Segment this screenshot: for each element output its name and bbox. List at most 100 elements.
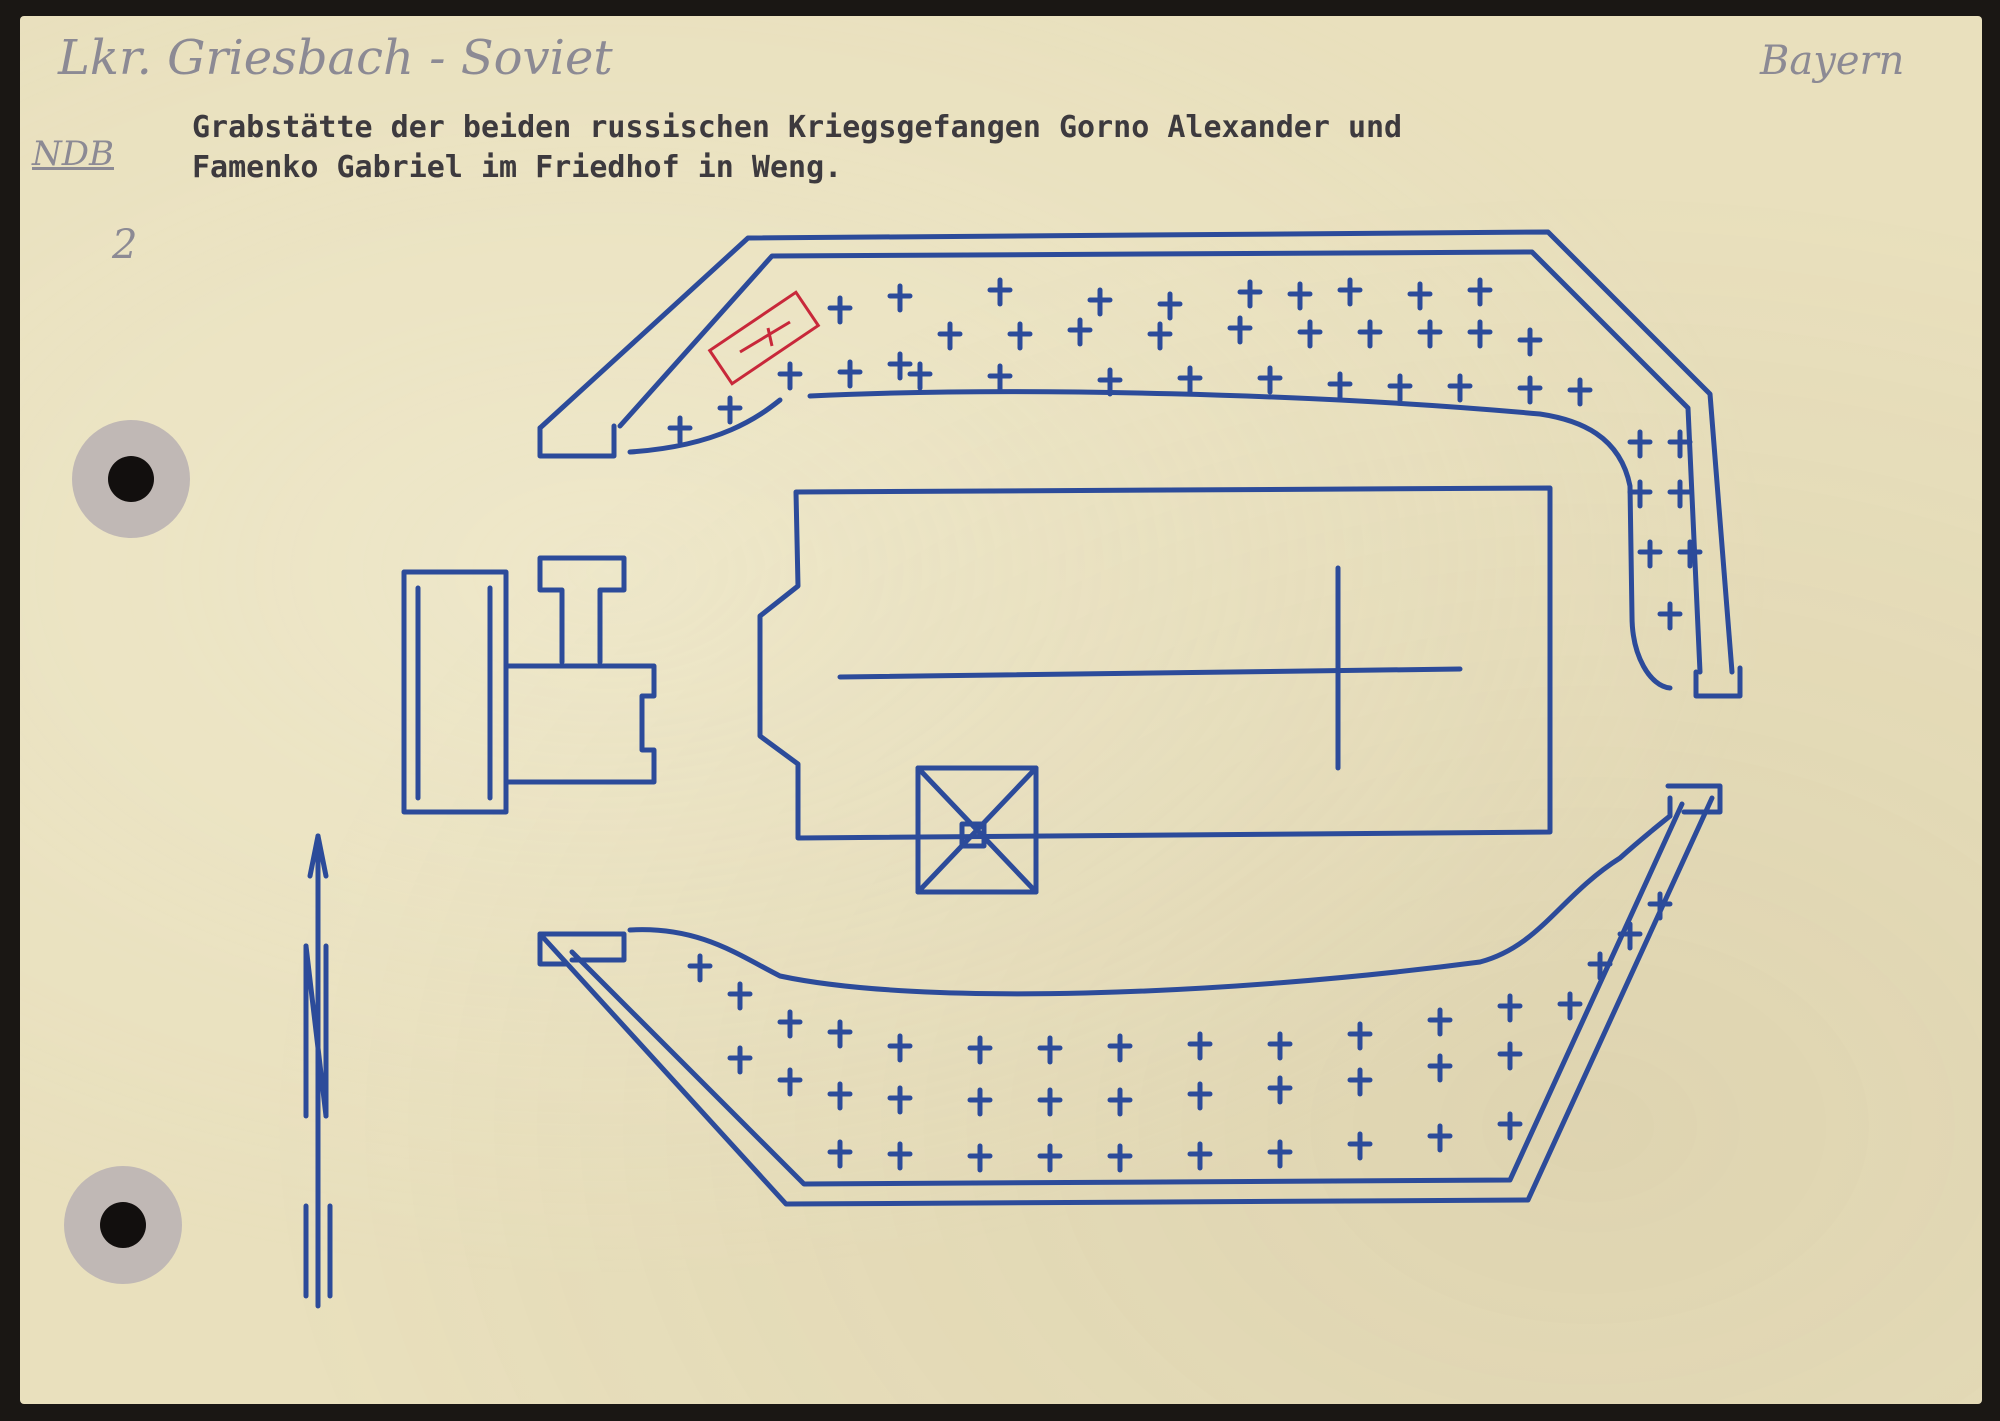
grave-cross (1387, 373, 1413, 403)
grave-cross (1337, 277, 1363, 307)
grave-cross (1237, 279, 1263, 309)
upper-wall-inner (617, 249, 1703, 675)
tower (915, 765, 1039, 895)
svg-text:N: N (350, 1035, 351, 1037)
grave-cross (1297, 319, 1323, 349)
grave-cross (1427, 1007, 1453, 1037)
grave-cross (887, 1085, 913, 1115)
grave-cross (987, 277, 1013, 307)
grave-cross (887, 1033, 913, 1063)
grave-cross (967, 1087, 993, 1117)
grave-cross (1147, 321, 1173, 351)
index-card: Lkr. Griesbach - Soviet Bayern NDB 2 Gra… (20, 16, 1982, 1404)
grave-crosses (667, 277, 1703, 1173)
lower-wall-inner (569, 801, 1685, 1187)
grave-cross (967, 1143, 993, 1173)
grave-cross (1497, 1041, 1523, 1071)
punch-hole-bottom (64, 1166, 182, 1284)
grave-cross (1517, 375, 1543, 405)
grave-cross (1107, 1087, 1133, 1117)
grave-cross (1667, 429, 1693, 459)
church-axis (837, 666, 1463, 680)
grave-cross (1467, 277, 1493, 307)
grave-cross (1067, 317, 1093, 347)
grave-cross (967, 1035, 993, 1065)
grave-cross (1087, 287, 1113, 317)
grave-cross (1357, 319, 1383, 349)
district-note: Lkr. Griesbach - Soviet (58, 30, 613, 86)
grave-cross (1677, 539, 1703, 569)
grave-cross (1007, 321, 1033, 351)
punch-hole-top (72, 420, 190, 538)
lower-wall-end-right (1665, 783, 1723, 819)
grave-cross (777, 361, 803, 391)
grave-cross (1617, 921, 1643, 951)
grave-cross (1287, 281, 1313, 311)
grave-cross (1447, 373, 1473, 403)
grave-cross (1257, 365, 1283, 395)
grave-cross (1107, 1033, 1133, 1063)
upper-wall-outer (537, 229, 1735, 675)
grave-cross (1427, 1053, 1453, 1083)
title-line-1: Grabstätte der beiden russischen Kriegsg… (192, 110, 1403, 145)
grave-cross (1667, 479, 1693, 509)
grave-cross (1107, 1143, 1133, 1173)
lower-grave-field-edge (627, 813, 1673, 997)
title-line-2: Famenko Gabriel im Friedhof in Weng. (192, 150, 843, 185)
grave-cross (837, 359, 863, 389)
grave-cross (1037, 1143, 1063, 1173)
grave-cross (827, 295, 853, 325)
lower-wall-end-left (537, 931, 627, 967)
grave-cross (1407, 281, 1433, 311)
number-note: 2 (112, 222, 138, 268)
upper-wall-end-left (537, 423, 617, 459)
grave-cross (887, 351, 913, 381)
grave-cross (1637, 539, 1663, 569)
grave-cross (1347, 1021, 1373, 1051)
grave-cross (887, 1141, 913, 1171)
north-arrow (303, 833, 333, 1309)
grave-cross (1097, 367, 1123, 397)
grave-cross (1567, 377, 1593, 407)
pow-grave-marker (707, 290, 821, 386)
grave-cross (1657, 601, 1683, 631)
grave-cross (887, 283, 913, 313)
grave-cross (727, 1045, 753, 1075)
grave-cross (987, 363, 1013, 393)
grave-cross (1497, 1111, 1523, 1141)
gate-building (401, 569, 509, 815)
grave-cross (937, 321, 963, 351)
upper-grave-field-edge (627, 389, 1673, 691)
grave-cross (827, 1081, 853, 1111)
gate-passage (503, 663, 657, 785)
grave-cross (777, 1009, 803, 1039)
gate-post (537, 555, 627, 665)
grave-cross (827, 1019, 853, 1049)
grave-cross (717, 395, 743, 425)
grave-cross (1267, 1139, 1293, 1169)
grave-cross (1187, 1031, 1213, 1061)
grave-cross (687, 953, 713, 983)
grave-cross (1267, 1075, 1293, 1105)
grave-cross (777, 1067, 803, 1097)
grave-cross (1177, 365, 1203, 395)
grave-cross (1157, 291, 1183, 321)
grave-cross (907, 361, 933, 391)
grave-cross (1187, 1141, 1213, 1171)
church-outline (757, 485, 1553, 841)
grave-cross (1187, 1081, 1213, 1111)
grave-cross (1347, 1067, 1373, 1097)
grave-cross (1497, 993, 1523, 1023)
grave-cross (1627, 479, 1653, 509)
grave-cross (1037, 1035, 1063, 1065)
upper-wall-end-right (1693, 665, 1743, 699)
grave-cross (667, 415, 693, 445)
grave-cross (1627, 429, 1653, 459)
grave-cross (1427, 1123, 1453, 1153)
grave-cross (827, 1139, 853, 1169)
grave-cross (1587, 951, 1613, 981)
grave-cross (1467, 319, 1493, 349)
grave-cross (1417, 319, 1443, 349)
grave-cross (1347, 1131, 1373, 1161)
north-label: N (350, 1035, 351, 1037)
